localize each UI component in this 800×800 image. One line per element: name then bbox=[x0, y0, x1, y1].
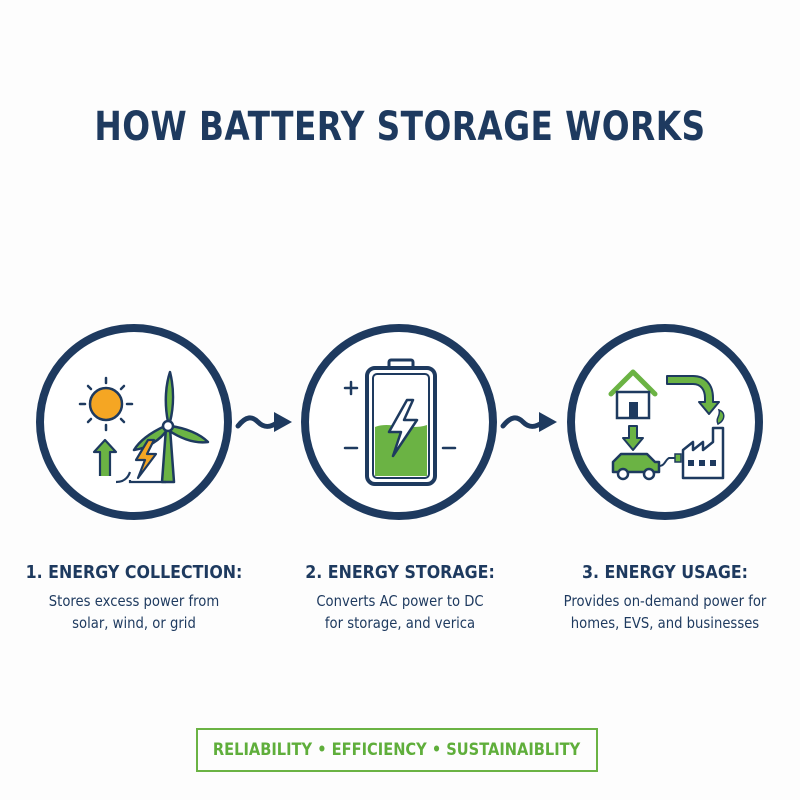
step-3-line-1: Provides on-demand power for bbox=[563, 592, 767, 610]
step-1-description: Stores excess power from solar, wind, or… bbox=[20, 590, 249, 634]
step-2-description: Converts AC power to DC for storage, and… bbox=[286, 590, 515, 634]
step-2-line-1: Converts AC power to DC bbox=[316, 592, 484, 610]
energy-collection-illustration bbox=[78, 370, 210, 484]
step-3-line-2: homes, EVS, and businesses bbox=[570, 614, 760, 632]
battery-icon bbox=[365, 358, 437, 486]
lightning-icon bbox=[387, 398, 419, 458]
battery-charge-level bbox=[375, 425, 427, 476]
up-arrow-icon bbox=[92, 438, 166, 484]
footer-tagline: RELIABILITY • EFFICIENCY • SUSTAINAIBLIT… bbox=[213, 740, 581, 760]
step-1-line-2: solar, wind, or grid bbox=[72, 614, 196, 632]
step-3-description: Provides on-demand power for homes, EVS,… bbox=[551, 590, 780, 634]
step-2-heading: 2. ENERGY STORAGE: bbox=[305, 562, 495, 583]
step-3-heading: 3. ENERGY USAGE: bbox=[582, 562, 748, 583]
energy-storage-illustration bbox=[343, 358, 457, 486]
step-1-line-1: Stores excess power from bbox=[48, 592, 220, 610]
energy-usage-illustration bbox=[608, 369, 725, 481]
plus-icon bbox=[343, 380, 359, 396]
down-arrow-icon bbox=[622, 425, 644, 451]
footer-banner: RELIABILITY • EFFICIENCY • SUSTAINAIBLIT… bbox=[196, 728, 598, 772]
curved-arrow-icon bbox=[666, 375, 720, 415]
step-1-heading: 1. ENERGY COLLECTION: bbox=[25, 562, 243, 583]
sun-icon bbox=[78, 376, 134, 432]
flow-arrow-icon bbox=[235, 412, 292, 432]
energy-usage-circle bbox=[567, 324, 763, 520]
car-icon bbox=[611, 452, 682, 481]
flow-arrow-icon bbox=[500, 412, 557, 432]
factory-icon bbox=[681, 408, 725, 480]
energy-collection-circle bbox=[36, 324, 232, 520]
step-2-line-2: for storage, and verica bbox=[324, 614, 476, 632]
page-title: HOW BATTERY STORAGE WORKS bbox=[94, 104, 706, 150]
wind-turbine-icon bbox=[132, 370, 210, 484]
lightning-icon bbox=[134, 438, 158, 480]
energy-storage-circle bbox=[301, 324, 497, 520]
house-icon bbox=[608, 369, 658, 420]
